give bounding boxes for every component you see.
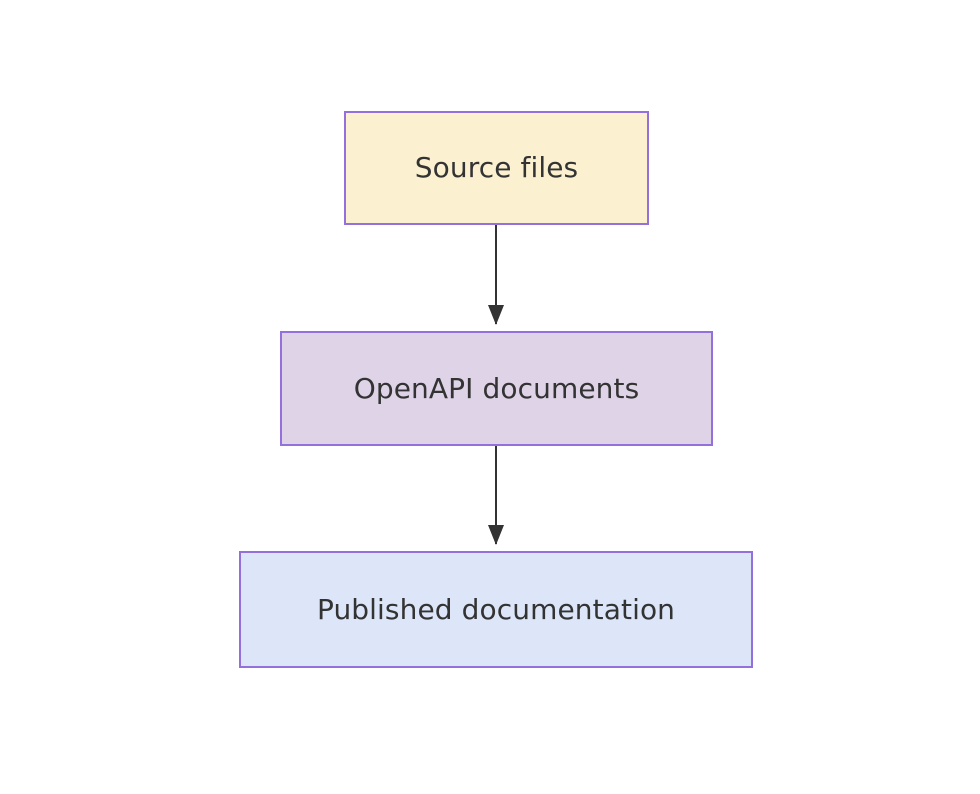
node-source-files-label: Source files xyxy=(414,151,579,185)
node-openapi-documents-label: OpenAPI documents xyxy=(353,371,640,405)
node-published-documentation[interactable]: Published documentation xyxy=(239,551,753,668)
node-openapi-documents[interactable]: OpenAPI documents xyxy=(280,331,713,446)
node-published-documentation-label: Published documentation xyxy=(316,592,676,626)
node-source-files[interactable]: Source files xyxy=(344,111,649,225)
